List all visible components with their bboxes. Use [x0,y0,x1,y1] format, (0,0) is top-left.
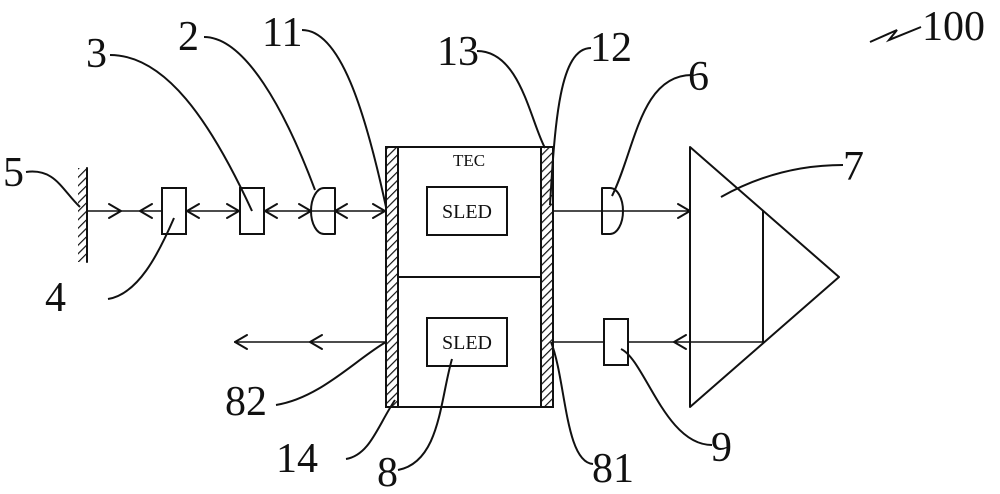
arrow-left-icon [334,203,348,219]
label-82: 82 [225,379,267,425]
label-13: 13 [437,29,479,75]
arrow-left-icon [673,334,687,350]
assembly-pointer [869,26,922,43]
label-3: 3 [86,31,107,77]
reference-labels: 5 3 2 11 13 12 6 7 4 82 14 8 81 9 100 [3,4,985,494]
optical-element-4 [161,187,187,235]
label-14: 14 [276,436,318,482]
leader-lines [25,26,922,471]
label-7: 7 [843,144,864,190]
tec-label: TEC [453,151,485,170]
arrow-left-icon [264,203,278,219]
upper-sled: SLED [426,186,508,236]
arrow-left-icon [309,334,323,350]
lower-path-arrows [234,334,687,350]
label-9: 9 [711,425,732,471]
label-81: 81 [592,446,634,492]
lower-sled-label: SLED [442,332,492,354]
mirror [78,167,88,263]
label-8: 8 [377,450,398,494]
optical-element-9 [603,318,629,366]
right-hatched-layer [540,146,554,408]
label-12: 12 [590,25,632,71]
label-4: 4 [45,275,66,321]
label-11: 11 [262,10,302,56]
arrow-right-icon [108,203,122,219]
lens-2 [310,187,336,235]
arrow-right-icon [226,203,240,219]
label-5: 5 [3,150,24,196]
lower-sled: SLED [426,317,508,367]
label-2: 2 [178,14,199,60]
arrow-right-icon [298,203,312,219]
label-100: 100 [922,4,985,50]
left-hatched-layer [385,146,399,408]
upper-sled-label: SLED [442,201,492,223]
label-6: 6 [688,54,709,100]
prism [689,146,840,408]
arrow-left-icon [186,203,200,219]
arrow-left-icon [139,203,153,219]
arrow-left-icon [234,334,248,350]
